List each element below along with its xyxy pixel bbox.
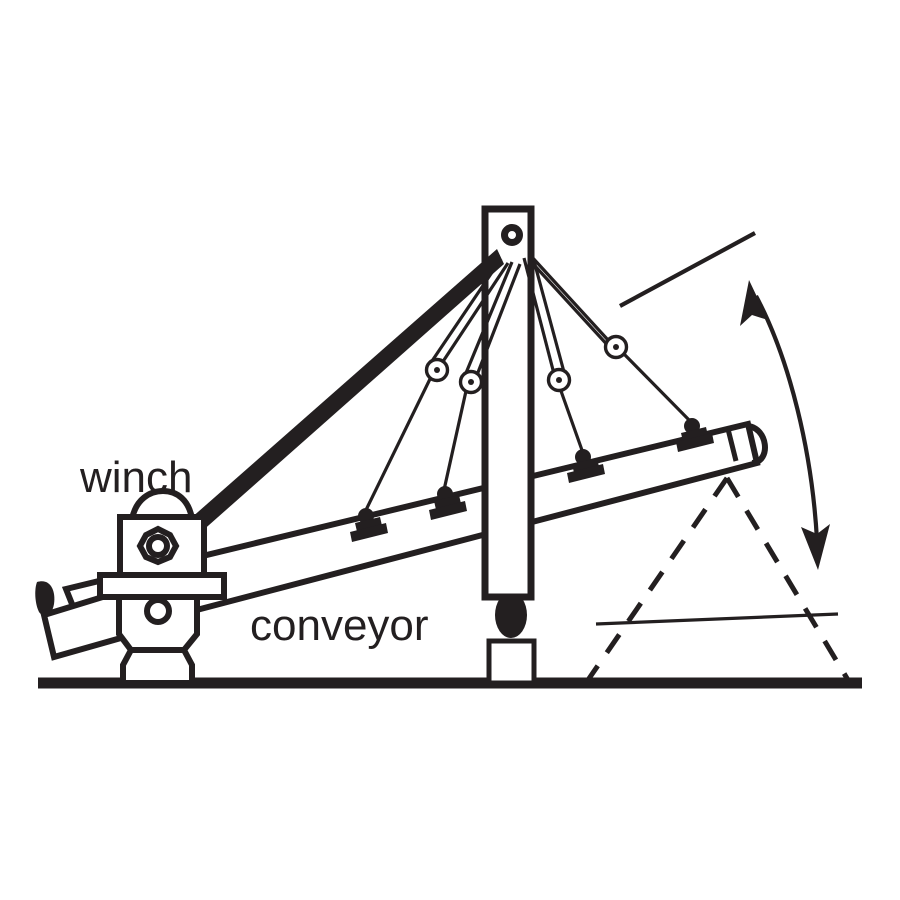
rigging-cable-3-lower bbox=[559, 390, 585, 454]
rigging-cable-2-upper-a bbox=[464, 261, 514, 374]
mast-foot-pivot bbox=[495, 592, 527, 638]
swing-arrow-head-up bbox=[740, 280, 768, 326]
winch-drum-hub bbox=[146, 534, 170, 558]
boom-fitting-1 bbox=[350, 508, 388, 542]
winch-assembly bbox=[97, 487, 227, 686]
rigging-cable-1 bbox=[363, 258, 510, 513]
winch-axle bbox=[144, 597, 172, 625]
conveyor-label: conveyor bbox=[250, 601, 429, 650]
boom-fitting-3 bbox=[567, 449, 605, 483]
rigging-cable-2 bbox=[442, 261, 522, 491]
stockpile-outline bbox=[585, 476, 851, 682]
pulley-right-outer-pin bbox=[613, 344, 619, 350]
conveyor-head-seam bbox=[725, 428, 739, 462]
winch-housing bbox=[117, 514, 207, 582]
winch-label: winch bbox=[79, 453, 193, 502]
swing-arc bbox=[754, 295, 820, 541]
rigging-cable-3-upper-a bbox=[522, 257, 555, 371]
pulley-left-outer-pin bbox=[434, 367, 440, 373]
rigging-cable-4-lower bbox=[622, 352, 694, 425]
rigging-cable-4-upper-a bbox=[529, 254, 610, 342]
mast-top-pivot-hole bbox=[501, 224, 523, 246]
winch-drum-ring bbox=[136, 525, 180, 566]
winch-arch bbox=[129, 487, 195, 520]
stockpile-grade-line bbox=[595, 612, 839, 626]
hoist-cable bbox=[190, 249, 504, 533]
rigging-cable-4-upper-b bbox=[533, 264, 614, 352]
winch-foot bbox=[120, 647, 195, 686]
rigging-cable-1-lower bbox=[363, 378, 432, 513]
rigging-cable-1-upper-b bbox=[440, 262, 510, 364]
mast-base-pad bbox=[486, 638, 537, 686]
rigging-cable-4 bbox=[529, 254, 694, 425]
conveyor-tail-hook bbox=[35, 581, 55, 616]
rigging-cable-3 bbox=[522, 257, 585, 454]
pulley-left-inner-pin bbox=[468, 379, 474, 385]
rigging-assembly bbox=[350, 254, 714, 542]
rigging-cable-2-upper-b bbox=[475, 263, 522, 376]
swing-arrow-head-down bbox=[801, 524, 830, 570]
reference-line bbox=[619, 231, 756, 308]
rigging-cable-2-lower bbox=[442, 390, 468, 491]
winch-deck-plate bbox=[97, 572, 227, 600]
swing-range-arrow bbox=[740, 280, 830, 570]
stockpile-left-slope bbox=[585, 476, 730, 682]
boom-fitting-2 bbox=[429, 486, 467, 520]
conveyor-head-rounded-end bbox=[745, 423, 768, 466]
pulley-right-inner-pin bbox=[556, 377, 562, 383]
stockpile-right-slope bbox=[724, 476, 851, 682]
rigging-cable-3-upper-b bbox=[532, 260, 566, 373]
boom-fitting-4 bbox=[676, 418, 714, 452]
